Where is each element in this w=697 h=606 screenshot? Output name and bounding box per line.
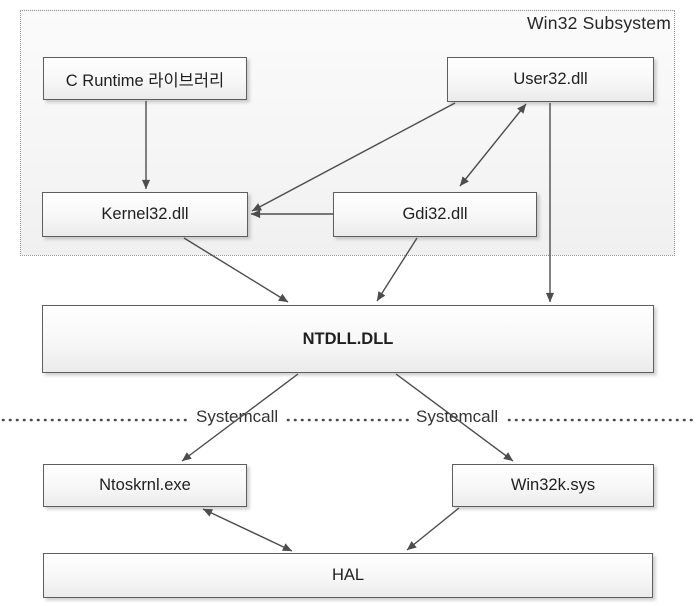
edge-ntoskrnl-hal-bidirectional xyxy=(202,508,293,552)
win32-subsystem-label: Win32 Subsystem xyxy=(526,13,671,33)
node-ntoskrnl-label: Ntoskrnl.exe xyxy=(99,476,191,494)
node-ntdll-label: NTDLL.DLL xyxy=(302,329,394,348)
systemcall-label-right: Systemcall xyxy=(416,407,499,426)
systemcall-label-left: Systemcall xyxy=(196,407,279,426)
node-gdi32-label: Gdi32.dll xyxy=(402,205,468,223)
edge-win32k-to-hal xyxy=(406,507,460,551)
node-gdi32: Gdi32.dll xyxy=(333,192,537,237)
node-ntdll: NTDLL.DLL xyxy=(42,305,654,373)
node-ntoskrnl: Ntoskrnl.exe xyxy=(43,464,247,507)
node-win32k-label: Win32k.sys xyxy=(510,476,596,494)
node-win32k: Win32k.sys xyxy=(452,464,654,507)
node-user32-label: User32.dll xyxy=(513,70,588,88)
node-c-runtime: C Runtime 라이브러리 xyxy=(43,57,247,100)
node-hal: HAL xyxy=(43,553,653,598)
node-kernel32: Kernel32.dll xyxy=(42,192,248,237)
node-c-runtime-label: C Runtime 라이브러리 xyxy=(65,71,225,90)
node-hal-label: HAL xyxy=(331,566,365,584)
node-user32: User32.dll xyxy=(447,57,654,102)
node-kernel32-label: Kernel32.dll xyxy=(101,205,189,223)
